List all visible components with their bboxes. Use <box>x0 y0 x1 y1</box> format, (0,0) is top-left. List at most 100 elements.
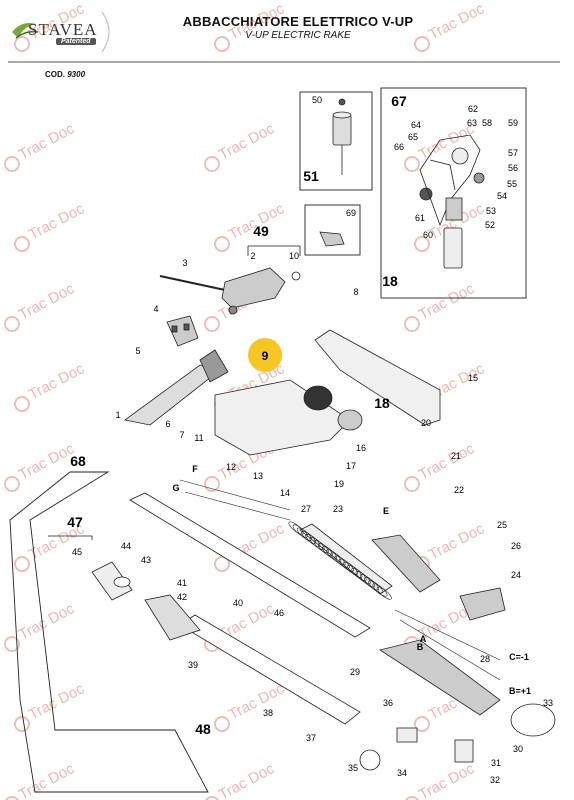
watermark-gear-icon <box>204 156 220 172</box>
part-label-50: 50 <box>312 95 322 105</box>
watermark-gear-icon <box>214 236 230 252</box>
part-label-4: 4 <box>153 304 158 314</box>
code-value: 9300 <box>67 70 86 79</box>
part-label-16: 16 <box>356 443 366 453</box>
part-label-27: 27 <box>301 504 311 514</box>
part-label-25: 25 <box>497 520 507 530</box>
wire-label-C1: C=-1 <box>509 652 529 662</box>
part-label-24: 24 <box>511 570 521 580</box>
part-label-2: 2 <box>250 251 255 261</box>
wire-label-E: E <box>383 506 389 516</box>
watermark-gear-icon <box>4 636 20 652</box>
part-label-57: 57 <box>508 148 518 158</box>
part-label-55: 55 <box>507 179 517 189</box>
part-label-28: 28 <box>480 654 490 664</box>
group-label-g51: 51 <box>303 168 319 184</box>
box-51 <box>299 91 373 191</box>
part-label-20: 20 <box>421 418 431 428</box>
part-label-66: 66 <box>394 142 404 152</box>
wires <box>179 479 501 681</box>
watermark-text: Trac Doc <box>26 360 88 404</box>
highlight-callout-marker <box>248 338 282 372</box>
box-69 <box>304 204 361 256</box>
part-label-38: 38 <box>263 708 273 718</box>
watermark-text: Trac Doc <box>216 760 278 800</box>
watermark-gear-icon <box>14 716 30 732</box>
switch-4 <box>166 315 199 347</box>
watermark-text: Trac Doc <box>416 280 478 324</box>
part-label-36: 36 <box>383 698 393 708</box>
part-label-11: 11 <box>194 433 203 443</box>
part-label-39: 39 <box>188 660 198 670</box>
watermark-text: Trac Doc <box>26 200 88 244</box>
watermark-gear-icon <box>214 716 230 732</box>
watermark-gear-icon <box>405 796 419 800</box>
highlight-callout-label: 9 <box>262 349 269 363</box>
part-label-29: 29 <box>350 667 360 677</box>
watermark-text: Trac Doc <box>16 600 78 644</box>
brand-tagline: Patented <box>56 38 96 45</box>
part-label-13: 13 <box>253 471 263 481</box>
code-label: COD. <box>45 70 65 79</box>
part-label-5: 5 <box>135 346 140 356</box>
part-label-59: 59 <box>508 118 518 128</box>
group-label-g18_box: 18 <box>382 273 398 289</box>
part-label-69: 69 <box>346 208 356 218</box>
part-label-34: 34 <box>397 768 407 778</box>
part-label-63: 63 <box>467 118 477 128</box>
watermark-gear-icon <box>4 316 20 332</box>
part-label-10: 10 <box>289 251 299 261</box>
wire-label-G: G <box>172 483 179 493</box>
group-label-g47: 47 <box>67 514 83 530</box>
wire-label-B1: B=+1 <box>509 686 531 696</box>
watermark-gear-icon <box>5 796 19 800</box>
wire-label-A: A <box>420 634 427 644</box>
main-frame <box>124 329 441 456</box>
box-18 <box>380 87 527 299</box>
watermark-text: Trac Doc <box>226 0 288 44</box>
part-label-44: 44 <box>121 541 131 551</box>
part-labels: 1234567810111213141516171920212223242526… <box>67 93 553 785</box>
part-label-64: 64 <box>411 120 421 130</box>
group-label-g49: 49 <box>253 223 269 239</box>
group-label-g67: 67 <box>391 93 407 109</box>
watermark-gear-icon <box>414 236 430 252</box>
logo-swoosh-icon <box>12 23 39 39</box>
wire-label-F: F <box>192 464 198 474</box>
part-label-54: 54 <box>497 191 507 201</box>
watermark-gear-icon <box>14 556 30 572</box>
watermark-text: Trac Doc <box>26 0 88 44</box>
part-label-31: 31 <box>491 758 501 768</box>
part-label-40: 40 <box>233 598 243 608</box>
watermark-text: Trac Doc <box>16 440 78 484</box>
part-label-6: 6 <box>165 419 170 429</box>
watermark-gear-icon <box>214 36 230 52</box>
watermark-gear-icon <box>414 36 430 52</box>
part-label-8: 8 <box>353 287 358 297</box>
part-label-23: 23 <box>333 504 343 514</box>
brand-name: STAVEA <box>28 20 98 39</box>
watermark-text: Trac Doc <box>16 120 78 164</box>
watermark-gear-icon <box>414 716 430 732</box>
watermark-text: Trac Doc <box>16 760 78 800</box>
motor-50 <box>332 98 352 175</box>
page-title: ABBACCHIATORE ELETTRICO V-UP <box>182 14 414 29</box>
group-label-g18_main: 18 <box>374 395 390 411</box>
part-label-35: 35 <box>348 763 358 773</box>
part-label-53: 53 <box>486 206 496 216</box>
part-label-22: 22 <box>454 485 464 495</box>
spring-27 <box>288 521 392 600</box>
watermark-gear-icon <box>14 36 30 52</box>
part-label-60: 60 <box>423 230 433 240</box>
gearbox-assembly <box>419 134 485 269</box>
part-label-46: 46 <box>274 608 284 618</box>
part-label-19: 19 <box>334 479 344 489</box>
part-label-3: 3 <box>182 258 187 268</box>
part-label-61: 61 <box>415 213 425 223</box>
watermark-gear-icon <box>14 236 30 252</box>
part-label-15: 15 <box>468 373 478 383</box>
watermark-text: Trac Doc <box>26 680 88 724</box>
watermark-gear-icon <box>205 796 219 800</box>
watermark-gear-icon <box>404 156 420 172</box>
